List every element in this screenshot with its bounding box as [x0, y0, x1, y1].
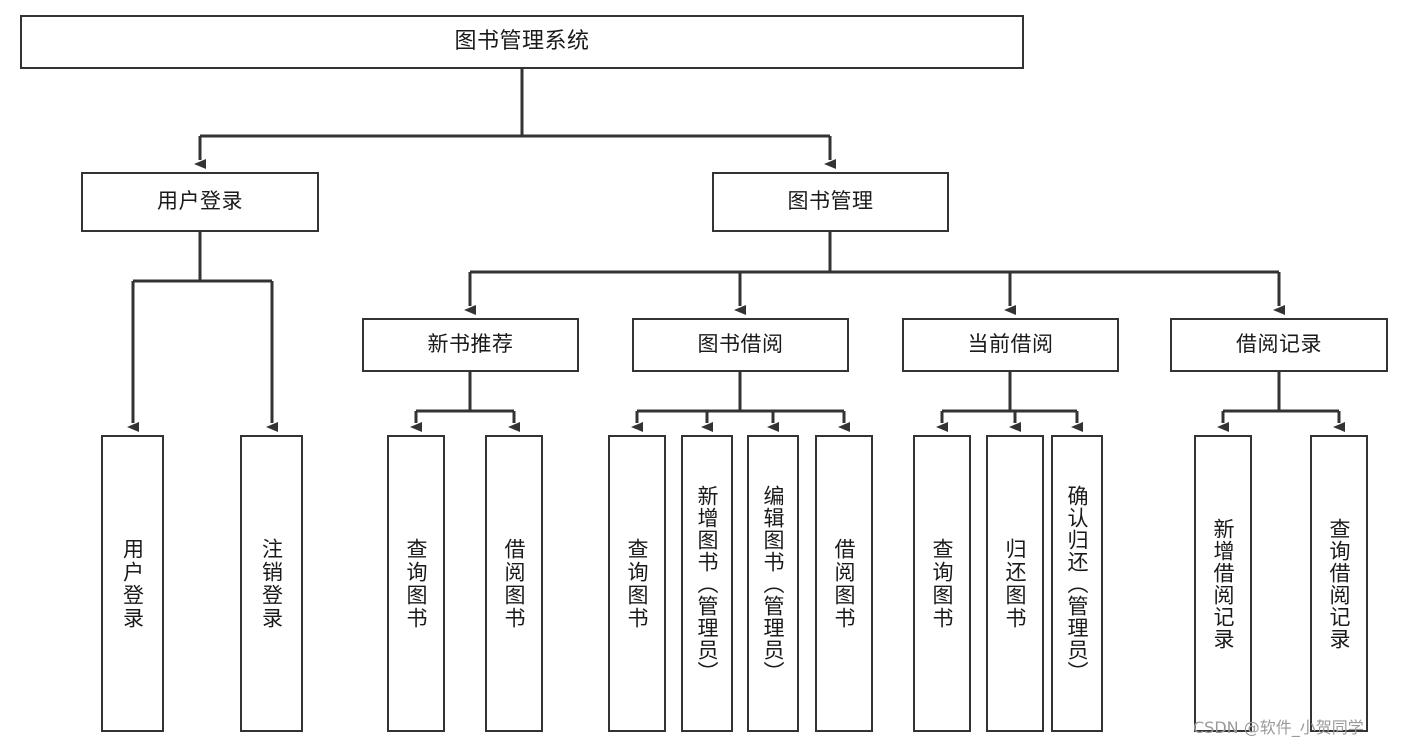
- node-leaf-return-book[interactable]: 归还图书: [986, 435, 1044, 732]
- node-leaf-query-book-3-label: 查询图书: [930, 537, 954, 630]
- node-leaf-query-record[interactable]: 查询借阅记录: [1310, 435, 1368, 732]
- node-leaf-query-book-3[interactable]: 查询图书: [913, 435, 971, 732]
- node-borrow-record[interactable]: 借阅记录: [1170, 318, 1388, 372]
- node-book-manage-label: 图书管理: [787, 189, 874, 214]
- node-leaf-borrow-book-1[interactable]: 借阅图书: [485, 435, 543, 732]
- node-leaf-confirm-return-label: 确认归还（管理员）: [1065, 484, 1089, 683]
- node-leaf-query-book-2-label: 查询图书: [625, 537, 649, 630]
- node-leaf-user-login[interactable]: 用户登录: [101, 435, 164, 732]
- node-leaf-user-logout-label: 注销登录: [260, 537, 283, 630]
- node-leaf-add-book[interactable]: 新增图书（管理员）: [681, 435, 733, 732]
- node-borrow-record-label: 借阅记录: [1236, 332, 1322, 357]
- node-user-login[interactable]: 用户登录: [81, 172, 319, 232]
- node-current-borrow-label: 当前借阅: [967, 332, 1054, 357]
- node-leaf-add-book-label: 新增图书（管理员）: [695, 484, 719, 683]
- node-leaf-borrow-book-1-label: 借阅图书: [502, 537, 526, 630]
- node-root[interactable]: 图书管理系统: [20, 15, 1024, 69]
- node-leaf-return-book-label: 归还图书: [1003, 537, 1027, 630]
- node-root-label: 图书管理系统: [454, 28, 590, 54]
- node-leaf-query-book-1[interactable]: 查询图书: [387, 435, 445, 732]
- node-leaf-add-record-label: 新增借阅记录: [1211, 517, 1235, 650]
- node-leaf-edit-book[interactable]: 编辑图书（管理员）: [747, 435, 799, 732]
- node-new-book-rec-label: 新书推荐: [427, 332, 514, 357]
- node-leaf-query-record-label: 查询借阅记录: [1327, 517, 1351, 650]
- node-leaf-query-book-2[interactable]: 查询图书: [608, 435, 666, 732]
- node-current-borrow[interactable]: 当前借阅: [902, 318, 1119, 372]
- node-leaf-user-logout[interactable]: 注销登录: [240, 435, 303, 732]
- node-leaf-confirm-return[interactable]: 确认归还（管理员）: [1051, 435, 1103, 732]
- node-user-login-label: 用户登录: [157, 189, 243, 214]
- node-leaf-edit-book-label: 编辑图书（管理员）: [761, 484, 785, 683]
- node-leaf-add-record[interactable]: 新增借阅记录: [1194, 435, 1252, 732]
- node-book-manage[interactable]: 图书管理: [712, 172, 949, 232]
- node-new-book-rec[interactable]: 新书推荐: [362, 318, 579, 372]
- node-leaf-borrow-book-2-label: 借阅图书: [832, 537, 856, 630]
- node-book-borrow-label: 图书借阅: [697, 332, 784, 357]
- node-book-borrow[interactable]: 图书借阅: [632, 318, 849, 372]
- node-leaf-borrow-book-2[interactable]: 借阅图书: [815, 435, 873, 732]
- watermark: CSDN @软件_小贺同学: [1193, 718, 1364, 737]
- node-leaf-user-login-label: 用户登录: [121, 537, 144, 630]
- node-leaf-query-book-1-label: 查询图书: [404, 537, 428, 630]
